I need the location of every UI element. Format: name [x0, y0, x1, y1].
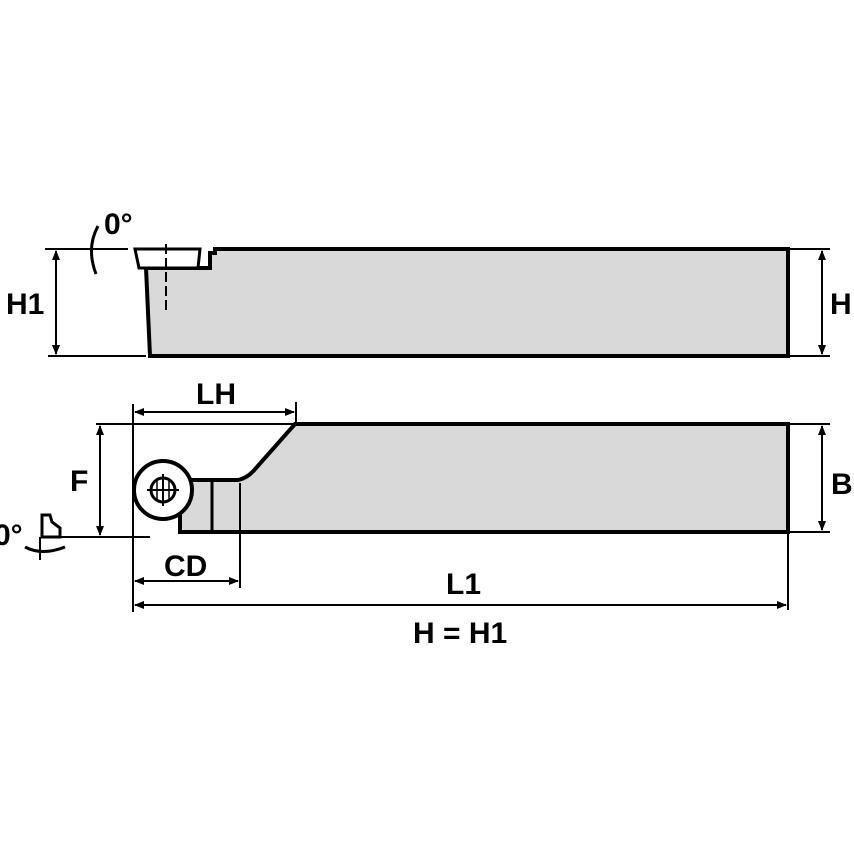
note-h-equals-h1: H = H1 [413, 617, 507, 650]
top-view-body [178, 422, 790, 534]
screw-icon [147, 474, 179, 506]
cd-label: CD [164, 550, 207, 583]
angle-left-label: 0° [0, 519, 23, 552]
top-view [24, 402, 830, 612]
h-label: H [830, 288, 852, 321]
angle-arrow-icon [90, 225, 100, 275]
lh-label: LH [196, 378, 236, 411]
angle-top-label: 0° [104, 208, 133, 241]
b-label: B [831, 468, 853, 501]
angle-symbol-icon [24, 513, 66, 560]
l1-label: L1 [446, 568, 481, 601]
h1-label: H1 [6, 288, 44, 321]
side-view-body [143, 247, 790, 358]
f-label: F [70, 465, 88, 498]
side-view [45, 225, 830, 358]
insert-profile [133, 247, 202, 270]
